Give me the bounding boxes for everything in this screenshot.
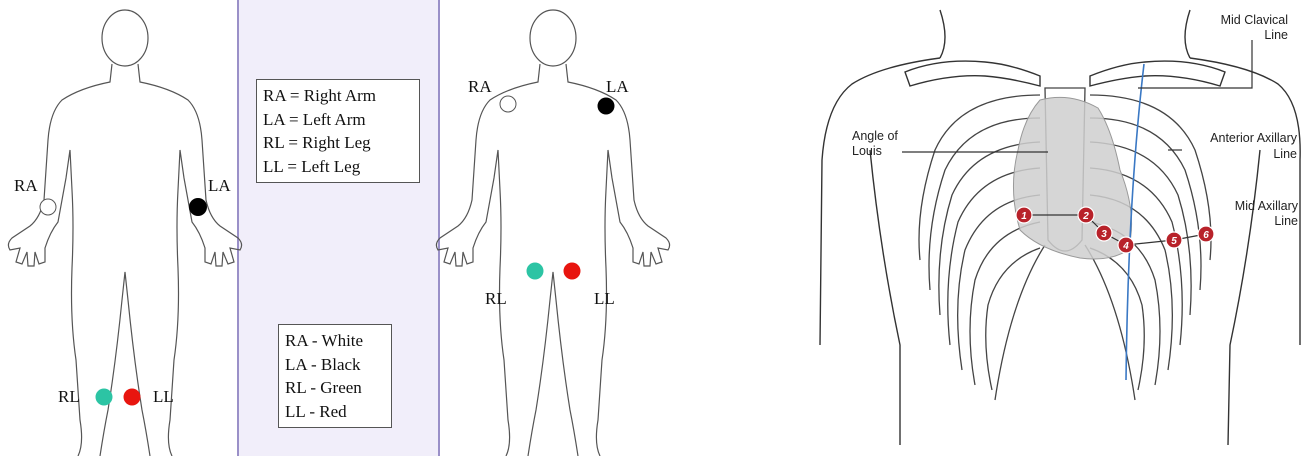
lead-v5: 5 xyxy=(1166,232,1182,248)
front-ll-label: LL xyxy=(153,387,174,406)
color-legend-rl: RL - Green xyxy=(285,376,385,400)
angle-of-louis-label-line1: Angle of xyxy=(852,129,898,143)
back-ll-label: LL xyxy=(594,289,615,308)
lead-v2: 2 xyxy=(1078,207,1094,223)
color-legend-la: LA - Black xyxy=(285,353,385,377)
front-body-outline xyxy=(8,10,241,456)
color-legend-ra: RA - White xyxy=(285,329,385,353)
front-la-electrode xyxy=(189,198,207,216)
heart-shape xyxy=(1013,97,1131,259)
legend-rl: RL = Right Leg xyxy=(263,131,413,155)
mid-clavical-label-line2: Line xyxy=(1264,28,1288,42)
lead-v6: 6 xyxy=(1198,226,1214,242)
svg-text:1: 1 xyxy=(1021,211,1027,222)
mid-axillary-label-line2: Line xyxy=(1274,214,1298,228)
angle-of-louis-label-line2: Louis xyxy=(852,144,882,158)
back-ra-label: RA xyxy=(468,77,492,96)
lead-v4: 4 xyxy=(1118,237,1134,253)
lead-v1: 1 xyxy=(1016,207,1032,223)
color-legend-ll: LL - Red xyxy=(285,400,385,424)
back-la-electrode xyxy=(598,98,615,115)
back-la-label: LA xyxy=(606,77,629,96)
clavicles xyxy=(905,61,1225,86)
electrode-color-legend: RA - White LA - Black RL - Green LL - Re… xyxy=(278,324,392,428)
front-rl-electrode xyxy=(96,389,113,406)
svg-text:6: 6 xyxy=(1203,230,1209,241)
mid-clavical-label-line1: Mid Clavical xyxy=(1221,13,1288,27)
svg-text:2: 2 xyxy=(1082,211,1089,222)
back-ll-electrode xyxy=(564,263,581,280)
legend-la: LA = Left Arm xyxy=(263,108,413,132)
back-rl-electrode xyxy=(527,263,544,280)
limb-abbreviation-legend: RA = Right Arm LA = Left Arm RL = Right … xyxy=(256,79,420,183)
anterior-axillary-label-line1: Anterior Axillary xyxy=(1210,131,1298,145)
front-ll-electrode xyxy=(124,389,141,406)
legend-ll: LL = Left Leg xyxy=(263,155,413,179)
legend-ra: RA = Right Arm xyxy=(263,84,413,108)
svg-text:3: 3 xyxy=(1101,229,1107,240)
front-la-label: LA xyxy=(208,176,231,195)
svg-text:5: 5 xyxy=(1171,236,1177,247)
front-ra-electrode xyxy=(40,199,56,215)
lead-v3: 3 xyxy=(1096,225,1112,241)
front-ra-label: RA xyxy=(14,176,38,195)
back-rl-label: RL xyxy=(485,289,507,308)
mid-axillary-label-line1: Mid Axillary xyxy=(1235,199,1299,213)
svg-text:4: 4 xyxy=(1122,241,1129,252)
anterior-axillary-label-line2: Line xyxy=(1273,147,1297,161)
front-rl-label: RL xyxy=(58,387,80,406)
back-ra-electrode xyxy=(500,96,516,112)
